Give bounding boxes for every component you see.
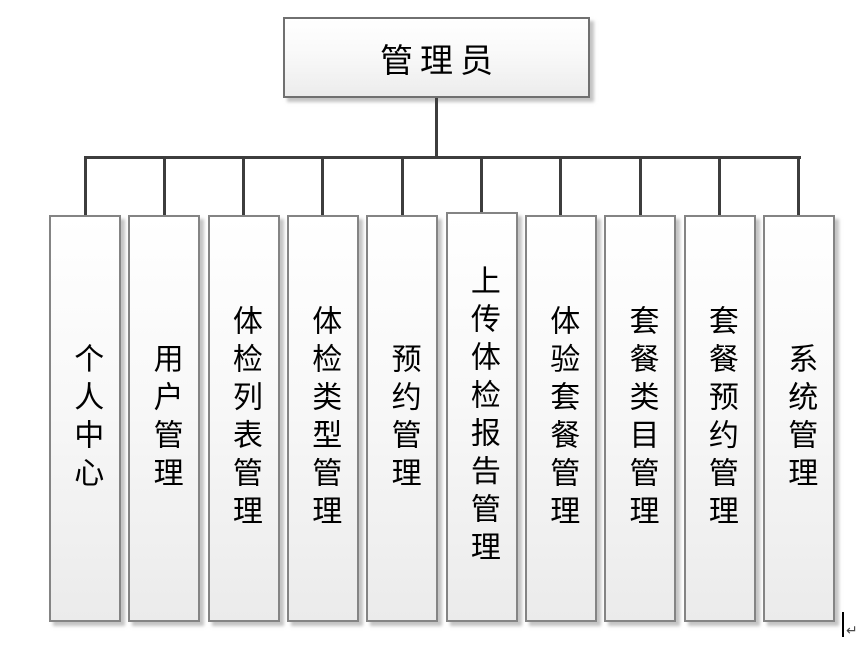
node-system-management: 系统管理	[762, 215, 835, 622]
drop-connector	[162, 159, 166, 215]
node-label: 体检列表管理	[227, 304, 261, 533]
node-label: 预约管理	[386, 342, 420, 495]
node-label: 体验套餐管理	[545, 304, 579, 533]
node-column: 体检列表管理	[207, 159, 280, 622]
node-label: 用户管理	[148, 342, 182, 495]
drop-connector	[638, 159, 642, 215]
node-experience-package-management: 体验套餐管理	[524, 215, 597, 622]
drop-connector	[321, 159, 325, 215]
child-nodes-row: 个人中心 用户管理 体检列表管理 体检类型管理 预约管理	[49, 159, 835, 622]
text-cursor	[842, 612, 844, 637]
node-label: 个人中心	[69, 342, 103, 495]
node-column: 系统管理	[762, 159, 835, 622]
node-label: 套餐预约管理	[703, 304, 737, 533]
root-node-label: 管理员	[380, 43, 500, 80]
drop-connector	[559, 159, 563, 215]
node-appointment-management: 预约管理	[366, 215, 439, 622]
node-label: 系统管理	[783, 342, 817, 495]
node-exam-list-management: 体检列表管理	[207, 215, 280, 622]
drop-connector	[83, 159, 87, 215]
trunk-connector	[435, 98, 438, 156]
node-package-appointment-management: 套餐预约管理	[683, 215, 756, 622]
node-user-management: 用户管理	[128, 215, 201, 622]
root-node-admin: 管理员	[283, 17, 590, 98]
node-label: 体检类型管理	[307, 304, 341, 533]
node-column: 套餐预约管理	[683, 159, 756, 622]
node-label: 套餐类目管理	[624, 304, 658, 533]
node-column: 套餐类目管理	[604, 159, 677, 622]
node-column: 体检类型管理	[286, 159, 359, 622]
branch-connector	[84, 156, 801, 159]
drop-connector	[242, 159, 246, 215]
node-column: 体验套餐管理	[524, 159, 597, 622]
node-label: 上传体检报告管理	[465, 265, 499, 569]
drop-connector	[718, 159, 722, 215]
node-column: 预约管理	[366, 159, 439, 622]
node-personal-center: 个人中心	[49, 215, 121, 622]
drop-connector	[480, 159, 484, 212]
node-column: 个人中心	[49, 159, 121, 622]
node-column: 上传体检报告管理	[445, 159, 518, 622]
node-exam-type-management: 体检类型管理	[286, 215, 359, 622]
drop-connector	[797, 159, 801, 215]
paragraph-mark: ↵	[846, 623, 857, 639]
drop-connector	[400, 159, 404, 215]
node-upload-exam-report-management: 上传体检报告管理	[445, 212, 518, 622]
node-column: 用户管理	[128, 159, 201, 622]
node-package-category-management: 套餐类目管理	[604, 215, 677, 622]
